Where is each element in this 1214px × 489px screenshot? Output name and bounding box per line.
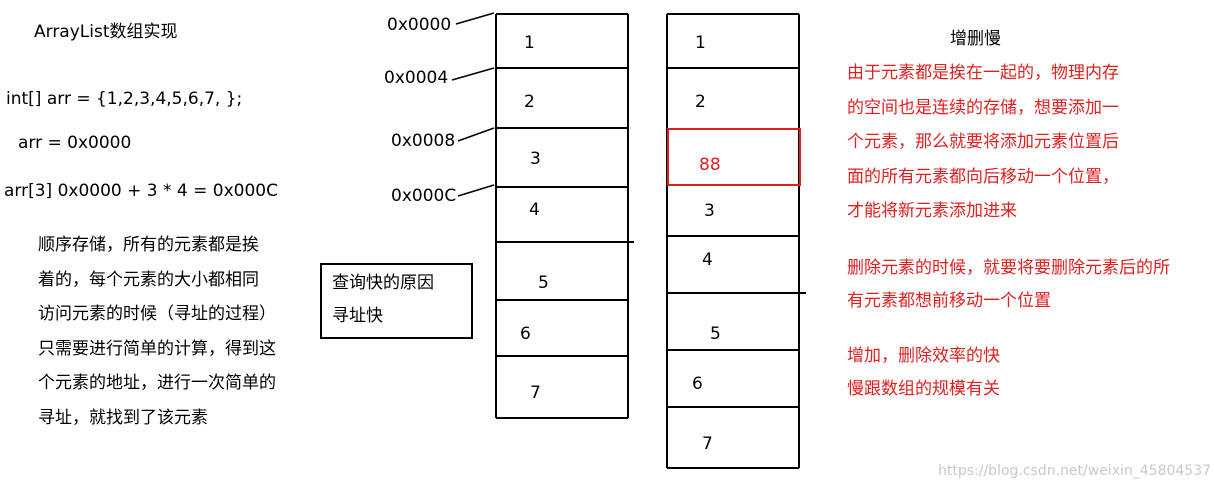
- efficiency-explanation: 增加，删除效率的快 慢跟数组的规模有关: [847, 340, 1000, 406]
- delete-explanation: 删除元素的时候，就要将要删除元素后的所 有元素都想前移动一个位置: [847, 252, 1170, 318]
- insert-line: 才能将新元素添加进来: [847, 201, 1017, 221]
- address-label: 0x0008: [391, 131, 456, 151]
- insert-line: 的空间也是连续的存储，想要添加一: [847, 97, 1119, 118]
- array2-value: 2: [695, 92, 706, 112]
- code-array-address: arr = 0x0000: [18, 133, 132, 153]
- array1-value: 4: [529, 200, 540, 220]
- insert-explanation: 由于元素都是挨在一起的，物理内存 的空间也是连续的存储，想要添加一 个元素，那么…: [847, 56, 1119, 229]
- address-label: 0x0004: [384, 68, 449, 88]
- desc-line: 只需要进行简单的计算，得到这: [38, 338, 276, 359]
- array2-value: 4: [702, 250, 713, 270]
- address-label: 0x000C: [391, 186, 457, 206]
- insert-line: 面的所有元素都向后移动一个位置，: [847, 166, 1119, 187]
- desc-line: 访问元素的时候（寻址的过程）: [38, 304, 276, 324]
- inserted-cell-highlight: [667, 128, 801, 186]
- delete-line: 有元素都想前移动一个位置: [847, 291, 1051, 311]
- insert-line: 个元素，那么就要将添加元素位置后: [847, 132, 1119, 152]
- desc-line: 个元素的地址，进行一次简单的: [38, 373, 276, 393]
- desc-line: 着的，每个元素的大小都相同: [38, 269, 259, 290]
- array2-value: 6: [692, 374, 703, 394]
- query-reason-box: [320, 263, 473, 339]
- efficiency-line: 慢跟数组的规模有关: [847, 379, 1000, 399]
- array2-value: 7: [702, 434, 713, 454]
- array2-outline: [666, 13, 806, 469]
- array1-value: 6: [520, 324, 531, 344]
- watermark: https://blog.csdn.net/weixin_45804537: [938, 463, 1212, 479]
- left-description: 顺序存储，所有的元素都是挨 着的，每个元素的大小都相同 访问元素的时候（寻址的过…: [38, 228, 276, 435]
- delete-line: 删除元素的时候，就要将要删除元素后的所: [847, 258, 1170, 278]
- code-array-init: int[] arr = {1,2,3,4,5,6,7, };: [6, 89, 243, 109]
- insert-line: 由于元素都是挨在一起的，物理内存: [847, 63, 1119, 83]
- right-title: 增删慢: [950, 29, 1001, 49]
- code-address-calc: arr[3] 0x0000 + 3 * 4 = 0x000C: [4, 181, 278, 201]
- address-label: 0x0000: [387, 15, 452, 35]
- array2-value: 3: [704, 201, 715, 221]
- array1-value: 7: [530, 383, 541, 403]
- efficiency-line: 增加，删除效率的快: [847, 346, 1000, 366]
- desc-line: 顺序存储，所有的元素都是挨: [38, 235, 259, 255]
- array1-value: 1: [524, 33, 535, 53]
- left-title: ArrayList数组实现: [34, 22, 178, 42]
- array2-value: 1: [695, 33, 706, 53]
- query-box-line: 查询快的原因: [332, 273, 434, 293]
- address-pointers: [451, 12, 495, 197]
- array1-value: 3: [530, 149, 541, 169]
- array2-inserted-value: 88: [699, 155, 721, 175]
- array1-value: 2: [524, 92, 535, 112]
- desc-line: 寻址，就找到了该元素: [38, 407, 208, 428]
- query-box-line: 寻址快: [332, 306, 383, 326]
- array1-outline: [495, 13, 634, 419]
- array2-value: 5: [710, 324, 721, 344]
- array1-value: 5: [538, 273, 549, 293]
